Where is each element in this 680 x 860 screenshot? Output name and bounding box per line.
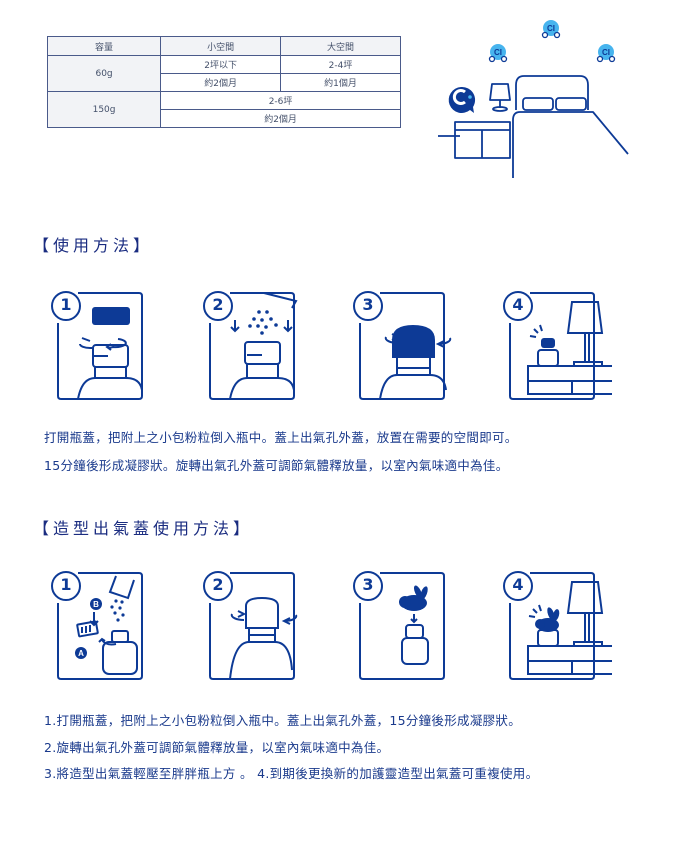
shaped-cap-usage-title: 【造型出氣蓋使用方法】 — [33, 519, 254, 538]
capacity-table: 容量 小空間 大空間 60g 2坪以下 2-4坪 約2個月 約1個月 150g … — [46, 36, 401, 128]
size-60g: 60g — [46, 55, 162, 92]
step-number: 3 — [362, 295, 374, 314]
usage-description-line-1: 打開瓶蓋，把附上之小包粉粒倒入瓶中。蓋上出氣孔外蓋，放置在需要的空間即可。 — [44, 430, 518, 445]
usage-title: 【使用方法】 — [33, 236, 154, 255]
usage-step-2: 2 — [200, 290, 312, 405]
area-150g: 2-6坪 — [160, 91, 401, 110]
step-number: 2 — [212, 575, 224, 594]
label-b: B — [93, 600, 99, 609]
molecule-icon: CI — [488, 44, 508, 63]
large-duration: 約1個月 — [280, 73, 401, 92]
usage-step-3: 3 — [350, 290, 462, 405]
step-number: 2 — [212, 295, 224, 314]
shaped-cap-description-line-3: 3.將造型出氣蓋輕壓至胖胖瓶上方 。 4.到期後更換新的加護靈造型出氣蓋可重複使… — [44, 766, 539, 781]
usage-step-1: 1 — [48, 290, 160, 405]
header-capacity: 容量 — [46, 36, 162, 56]
svg-text:CI: CI — [494, 48, 502, 57]
c-logo-icon — [448, 86, 476, 113]
shaped-cap-step-4: 4 — [500, 570, 612, 685]
step-number: 1 — [60, 295, 72, 314]
molecule-icon: CI — [596, 44, 616, 63]
svg-text:CI: CI — [547, 24, 555, 33]
bedroom-illustration: CI CI CI — [420, 10, 650, 190]
duration-150g: 約2個月 — [160, 109, 401, 128]
shaped-cap-description-line-2: 2.旋轉出氣孔外蓋可調節氣體釋放量，以室內氣味適中為佳。 — [44, 740, 390, 755]
usage-description-line-2: 15分鐘後形成凝膠狀。旋轉出氣孔外蓋可調節氣體釋放量，以室內氣味適中為佳。 — [44, 458, 509, 473]
rabbit-icon — [535, 607, 560, 632]
size-150g: 150g — [46, 91, 162, 128]
header-small-space: 小空間 — [160, 36, 282, 56]
shaped-cap-step-3: 3 — [350, 570, 462, 685]
svg-text:CI: CI — [602, 48, 610, 57]
small-area: 2坪以下 — [160, 55, 282, 74]
large-area: 2-4坪 — [280, 55, 401, 74]
shaped-cap-step-2: 2 — [200, 570, 312, 685]
step-number: 1 — [60, 575, 72, 594]
step-number: 3 — [362, 575, 374, 594]
molecule-icon: CI — [541, 20, 561, 39]
header-large-space: 大空間 — [280, 36, 401, 56]
step-number: 4 — [512, 575, 524, 594]
label-a: A — [78, 649, 84, 658]
usage-step-4: 4 — [500, 290, 612, 405]
shaped-cap-description-line-1: 1.打開瓶蓋，把附上之小包粉粒倒入瓶中。蓋上出氣孔外蓋，15分鐘後形成凝膠狀。 — [44, 713, 522, 728]
small-duration: 約2個月 — [160, 73, 282, 92]
rabbit-icon — [399, 585, 428, 611]
step-number: 4 — [512, 295, 524, 314]
shaped-cap-step-1: B A 1 — [48, 570, 160, 685]
